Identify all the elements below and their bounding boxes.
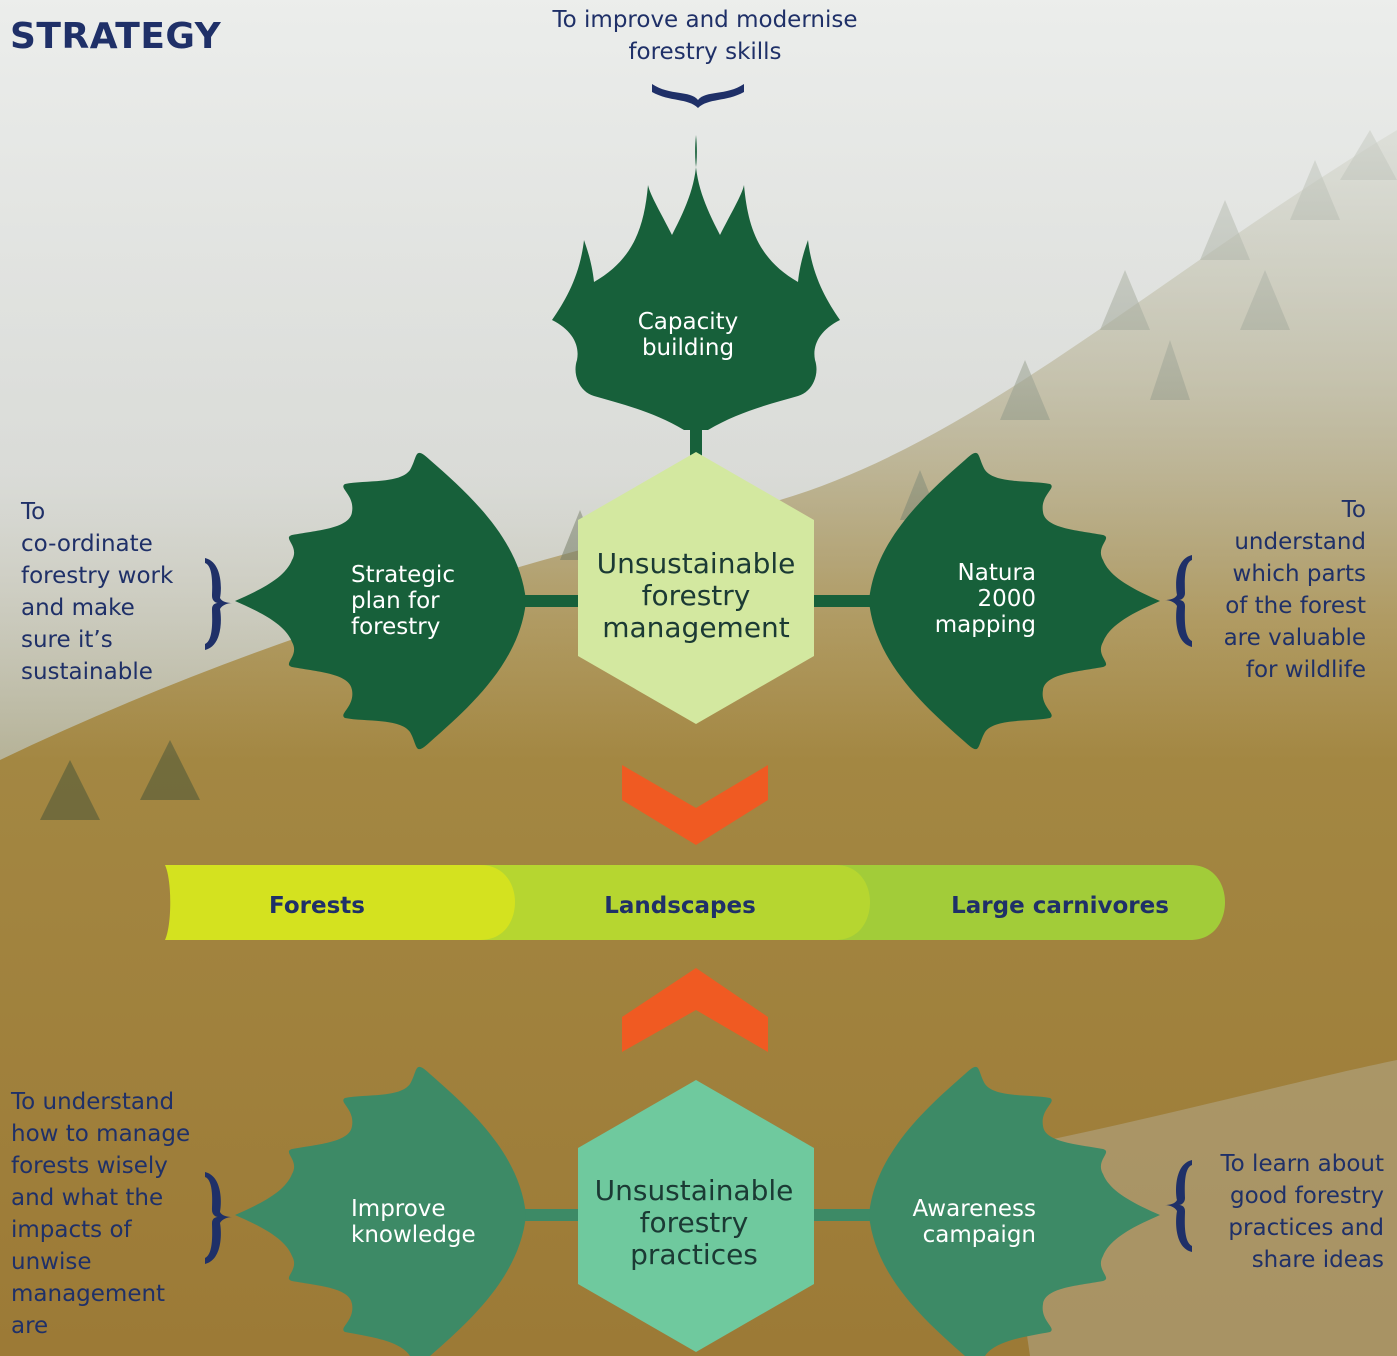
down-chevron-icon [622, 765, 768, 845]
note-strategic-plan: To co-ordinate forestry work and make su… [21, 499, 174, 685]
leaf-improve-knowledge [235, 1066, 526, 1356]
label-hexagon-top: Unsustainable forestry management [596, 547, 796, 644]
label-hexagon-bottom: Unsustainable forestry practices [594, 1174, 794, 1271]
up-chevron-icon [622, 968, 768, 1052]
hexagon-top [578, 452, 814, 724]
note-capacity-building: To improve and modernise forestry skills [552, 7, 858, 65]
band-label-forests: Forests [269, 893, 365, 919]
right-brace-icon [1165, 555, 1192, 647]
note-natura-2000: To understand which parts of the forest … [1223, 497, 1366, 683]
leaf-strategic-plan [235, 452, 526, 750]
leaf-natura-2000 [869, 452, 1160, 750]
label-strategic-plan: Strategic plan for forestry [351, 562, 455, 640]
left-brace-icon [205, 558, 232, 650]
label-improve-knowledge: Improve knowledge [351, 1196, 476, 1248]
label-awareness-campaign: Awareness campaign [912, 1196, 1036, 1248]
note-awareness-campaign: To learn about good forestry practices a… [1220, 1151, 1384, 1273]
bottom-left-stem [520, 1209, 590, 1221]
band-segment-landscapes [480, 865, 870, 940]
right-stem [806, 595, 876, 607]
band-label-large-carnivores: Large carnivores [951, 893, 1169, 919]
label-natura-2000: Natura 2000 mapping [934, 560, 1036, 638]
band-label-landscapes: Landscapes [604, 893, 756, 919]
bottom-left-brace-icon [205, 1172, 232, 1264]
leaf-awareness-campaign [869, 1066, 1160, 1356]
page-title: STRATEGY [10, 16, 222, 57]
bottom-right-stem [806, 1209, 876, 1221]
note-improve-knowledge: To understand how to manage forests wise… [11, 1089, 191, 1339]
hexagon-bottom [578, 1080, 814, 1352]
label-capacity-building: Capacity building [637, 309, 739, 361]
top-brace-icon [652, 84, 744, 108]
bottom-right-brace-icon [1165, 1160, 1192, 1252]
band-segment-large-carnivores [820, 865, 1225, 940]
leaf-capacity-building [552, 135, 840, 430]
left-stem [520, 595, 590, 607]
band-segment-forests [165, 865, 515, 940]
